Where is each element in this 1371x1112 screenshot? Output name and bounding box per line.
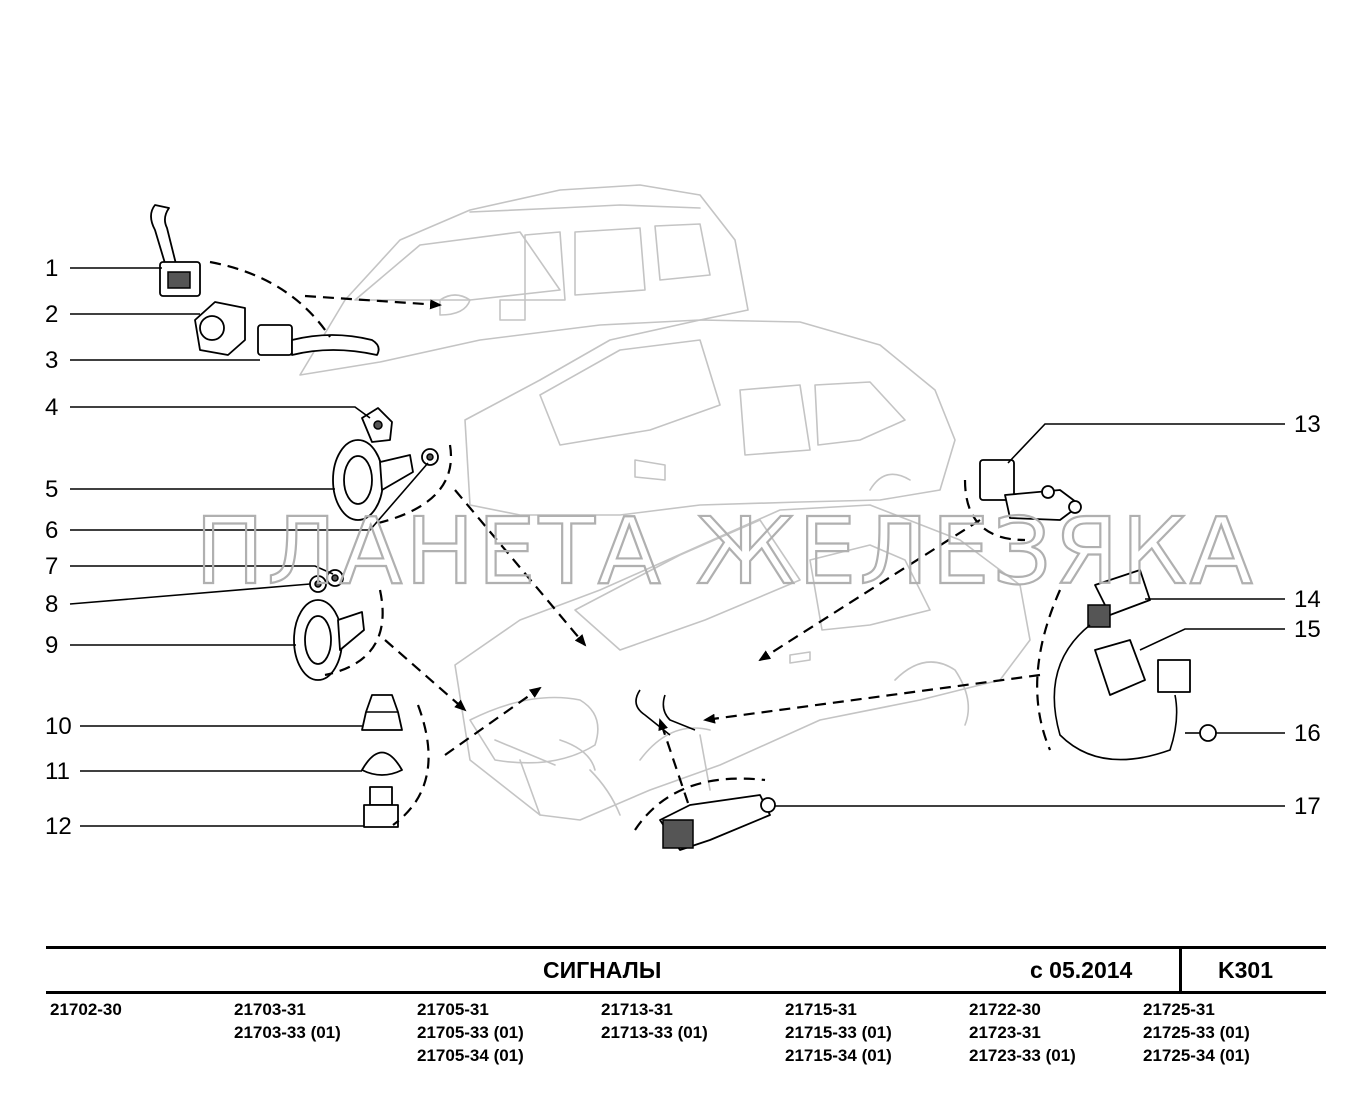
model-code: 21725-33 (01) <box>1143 1023 1250 1042</box>
title-block: СИГНАЛЫ с 05.2014 K301 21702-30 21703-31… <box>46 946 1326 1065</box>
part-15-switch <box>1094 639 1191 696</box>
callout-5: 5 <box>45 476 58 503</box>
part-16-screw <box>1185 724 1217 742</box>
part-5-horn <box>332 439 414 521</box>
callout-4: 4 <box>45 394 58 421</box>
model-code: 21713-31 <box>601 1000 673 1019</box>
model-column-7: 21725-31 21725-33 (01) 21725-34 (01) <box>1143 998 1250 1067</box>
model-code: 21715-34 (01) <box>785 1046 892 1065</box>
arrow-4-6 <box>454 489 587 647</box>
group-arc-7-9 <box>324 589 384 677</box>
group-arc-10-12 <box>392 704 430 826</box>
model-list: 21702-30 21703-31 21703-33 (01) 21705-31… <box>46 998 1326 1078</box>
model-code: 21723-33 (01) <box>969 1046 1076 1065</box>
callout-1: 1 <box>45 255 58 282</box>
callout-10: 10 <box>45 713 72 740</box>
model-column-3: 21705-31 21705-33 (01) 21705-34 (01) <box>417 998 524 1067</box>
title-row: СИГНАЛЫ с 05.2014 K301 <box>46 946 1326 994</box>
model-code: 21715-33 (01) <box>785 1023 892 1042</box>
model-code: 21723-31 <box>969 1023 1041 1042</box>
model-code: 21705-31 <box>417 1000 489 1019</box>
part-7-nut <box>326 569 344 587</box>
model-column-1: 21702-30 <box>50 998 122 1021</box>
model-column-5: 21715-31 21715-33 (01) 21715-34 (01) <box>785 998 892 1067</box>
part-17-stoplight-switch <box>659 794 776 851</box>
arrow-13 <box>758 519 981 662</box>
model-code: 21702-30 <box>50 1000 122 1019</box>
callout-16: 16 <box>1294 720 1321 747</box>
model-code: 21703-31 <box>234 1000 306 1019</box>
arrow-17 <box>658 718 690 804</box>
callout-6: 6 <box>45 517 58 544</box>
callout-numbers: 1 2 3 4 5 6 7 8 9 10 11 12 13 14 15 16 1… <box>45 255 1321 840</box>
model-column-4: 21713-31 21713-33 (01) <box>601 998 708 1044</box>
callout-8: 8 <box>45 591 58 618</box>
diagram-title: СИГНАЛЫ <box>543 957 662 983</box>
part-11-boot <box>361 751 403 776</box>
wire-harness <box>1053 624 1178 761</box>
callout-11: 11 <box>45 758 70 785</box>
part-6-nut <box>421 448 439 466</box>
model-code: 21703-33 (01) <box>234 1023 341 1042</box>
group-arc-17 <box>634 777 766 831</box>
group-arc-14-16 <box>1036 589 1062 751</box>
model-column-6: 21722-30 21723-31 21723-33 (01) <box>969 998 1076 1067</box>
callout-14: 14 <box>1294 586 1321 613</box>
model-code: 21705-33 (01) <box>417 1023 524 1042</box>
part-3-wiper-stalk <box>257 324 380 356</box>
pedal-switch-mount <box>635 689 696 736</box>
model-code: 21713-33 (01) <box>601 1023 708 1042</box>
callout-13: 13 <box>1294 411 1321 438</box>
model-code: 21705-34 (01) <box>417 1046 524 1065</box>
group-arc-4-6 <box>369 444 453 527</box>
callout-9: 9 <box>45 632 58 659</box>
car-outline-hatchback <box>464 319 956 516</box>
model-code: 21715-31 <box>785 1000 857 1019</box>
car-outline-wagon <box>299 184 749 376</box>
watermark: ПЛАНЕТА ЖЕЛЕЗЯКА <box>195 498 1256 605</box>
model-code: 21725-34 (01) <box>1143 1046 1250 1065</box>
part-1-stalk-switch <box>150 204 201 297</box>
arrow-14-16 <box>703 673 1041 724</box>
part-4-bracket <box>361 407 393 443</box>
model-code: 21725-31 <box>1143 1000 1215 1019</box>
title-divider <box>1179 949 1182 991</box>
part-2-switch-housing <box>194 301 246 356</box>
date-label: с 05.2014 <box>1030 957 1133 983</box>
callout-7: 7 <box>45 553 58 580</box>
car-outline-sedan <box>454 504 1031 821</box>
arrow-10-12 <box>444 686 542 756</box>
section-code: K301 <box>1218 957 1273 983</box>
model-column-2: 21703-31 21703-33 (01) <box>234 998 341 1044</box>
callout-15: 15 <box>1294 616 1321 643</box>
part-9-horn <box>293 599 365 681</box>
leader-lines <box>69 267 1285 827</box>
model-code: 21722-30 <box>969 1000 1041 1019</box>
part-10-cap <box>361 694 403 731</box>
callout-2: 2 <box>45 301 58 328</box>
part-13-sensor-bracket <box>979 459 1082 521</box>
parts-diagram: 1 2 3 4 5 6 7 8 9 10 11 12 13 14 15 16 1… <box>45 184 1321 851</box>
callout-12: 12 <box>45 813 72 840</box>
part-12-switch <box>363 786 399 828</box>
callout-17: 17 <box>1294 793 1321 820</box>
arrow-7-9 <box>384 639 467 712</box>
arrow-1-3 <box>304 294 442 310</box>
part-14-connector <box>1087 569 1151 628</box>
callout-3: 3 <box>45 347 58 374</box>
group-arc-1-3 <box>209 260 331 338</box>
